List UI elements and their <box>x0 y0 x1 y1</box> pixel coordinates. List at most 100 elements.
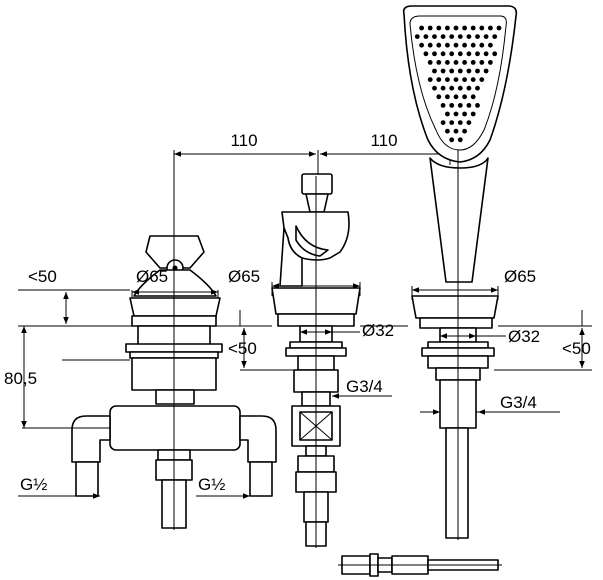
nozzle-hole <box>445 94 450 100</box>
nozzle-hole <box>453 128 459 134</box>
nozzle-hole <box>479 77 485 82</box>
nozzle-hole <box>462 77 467 82</box>
nozzle-hole <box>453 60 459 65</box>
center-dia-text: Ø65 <box>228 267 260 286</box>
nozzle-hole <box>462 25 467 31</box>
center-thread-text: G3/4 <box>346 377 383 396</box>
nozzle-hole <box>436 42 442 48</box>
center-pipe-dia-text: Ø32 <box>362 321 394 340</box>
nozzle-hole <box>475 103 480 108</box>
nozzle-hole <box>436 25 442 31</box>
nozzle-hole <box>470 94 476 100</box>
nozzle-hole <box>449 120 455 125</box>
nozzle-hole <box>427 25 433 31</box>
nozzle-hole <box>445 25 450 31</box>
left-deck-limit-text: <50 <box>28 267 57 286</box>
right-dia-text: Ø65 <box>504 267 536 286</box>
nozzle-hole <box>470 77 476 82</box>
nozzle-hole <box>496 25 502 31</box>
nozzle-hole <box>427 77 433 82</box>
nozzle-hole <box>427 42 433 48</box>
nozzle-hole <box>436 77 442 82</box>
nozzle-hole <box>470 60 476 65</box>
nozzle-hole <box>440 34 446 39</box>
dim-right-width-text: 110 <box>370 131 397 150</box>
nozzle-hole <box>457 68 463 74</box>
nozzle-hole <box>440 120 446 125</box>
nozzle-hole <box>483 51 489 57</box>
left-dimension-group: <50 80,5 Ø65 G½ G½ <box>4 267 250 499</box>
nozzle-hole <box>440 85 446 91</box>
nozzle-hole <box>449 85 455 91</box>
nozzle-hole <box>466 51 472 57</box>
nozzle-hole <box>414 34 420 39</box>
right-pipe-dia-text: Ø32 <box>508 327 540 346</box>
nozzle-hole <box>423 34 429 39</box>
nozzle-hole <box>445 77 450 82</box>
nozzle-hole <box>440 51 446 57</box>
bottom-hose-connector <box>338 553 502 577</box>
nozzle-hole <box>462 128 467 134</box>
nozzle-hole <box>457 137 463 143</box>
nozzle-hole <box>427 60 433 65</box>
nozzle-hole <box>436 60 442 65</box>
nozzle-hole <box>449 34 455 39</box>
nozzle-hole <box>462 42 467 48</box>
top-dimension-group: 110 110 <box>173 131 451 232</box>
nozzle-hole <box>432 34 437 39</box>
nozzle-hole <box>449 103 455 108</box>
center-dimension-group: Ø65 Ø32 <50 G3/4 <box>228 267 408 399</box>
left-thread-a-text: G½ <box>20 475 47 494</box>
nozzle-hole <box>475 51 480 57</box>
nozzle-hole <box>466 103 472 108</box>
nozzle-hole <box>483 34 489 39</box>
nozzle-hole <box>475 85 480 91</box>
dim-left-width-text: 110 <box>230 131 257 150</box>
right-dimension-group: Ø65 Ø32 <50 G3/4 <box>411 267 592 415</box>
nozzle-hole <box>466 68 472 74</box>
nozzle-hole <box>483 68 489 74</box>
nozzle-hole <box>488 42 493 48</box>
left-height-text: 80,5 <box>4 369 37 388</box>
nozzle-hole <box>449 51 455 57</box>
nozzle-hole <box>440 103 446 108</box>
nozzle-hole <box>466 85 472 91</box>
nozzle-hole <box>453 25 459 31</box>
nozzle-hole <box>492 34 498 39</box>
nozzle-hole <box>457 34 463 39</box>
nozzle-hole <box>488 60 493 65</box>
nozzle-hole <box>457 85 463 91</box>
nozzle-hole <box>449 68 455 74</box>
nozzle-hole <box>466 120 472 125</box>
nozzle-hole <box>423 51 429 57</box>
nozzle-hole <box>419 25 424 31</box>
nozzle-hole <box>457 120 463 125</box>
left-dia-text: Ø65 <box>136 267 168 286</box>
nozzle-hole <box>436 94 442 100</box>
center-spout-unit <box>271 173 361 548</box>
nozzle-hole <box>479 60 485 65</box>
nozzle-hole <box>445 42 450 48</box>
nozzle-hole <box>445 60 450 65</box>
nozzle-hole <box>470 111 476 117</box>
nozzle-hole <box>432 68 437 74</box>
nozzle-hole <box>445 128 450 134</box>
nozzle-hole <box>449 137 455 143</box>
nozzle-hole <box>419 42 424 48</box>
nozzle-hole <box>432 85 437 91</box>
center-deck-limit-text: <50 <box>228 339 257 358</box>
shower-nozzle-pattern <box>414 25 502 143</box>
nozzle-hole <box>475 68 480 74</box>
left-thread-b-text: G½ <box>198 475 225 494</box>
nozzle-hole <box>492 51 498 57</box>
nozzle-hole <box>453 42 459 48</box>
nozzle-hole <box>462 94 467 100</box>
nozzle-hole <box>462 111 467 117</box>
nozzle-hole <box>479 42 485 48</box>
nozzle-hole <box>457 51 463 57</box>
right-deck-limit-text: <50 <box>562 339 591 358</box>
nozzle-hole <box>445 111 450 117</box>
nozzle-hole <box>462 60 467 65</box>
nozzle-hole <box>470 42 476 48</box>
